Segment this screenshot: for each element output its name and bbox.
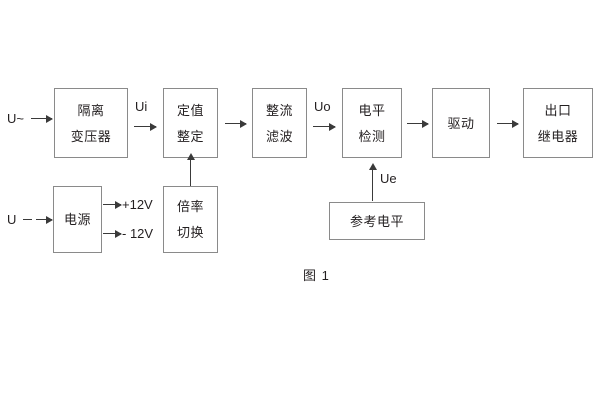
rail-negative-label: - 12V (122, 226, 154, 241)
signal-label-ui: Ui (135, 99, 148, 114)
arrow-isolation-transformer-to-setpoint (134, 122, 157, 131)
block-multiplier-switch-line1: 倍率 (176, 199, 204, 214)
signal-label-uo: Uo (314, 99, 331, 114)
block-isolation-transformer-line1: 隔离 (77, 102, 105, 118)
arrow-rectify-filter-to-level-detection (313, 122, 336, 131)
arrow-drive-to-output-relay (497, 119, 519, 128)
block-reference-level-line1: 参考电平 (349, 213, 404, 229)
block-output-relay-line1: 出口 (544, 102, 572, 118)
arrow-multiplier-switch-to-setpoint (186, 153, 195, 186)
block-multiplier-switch: 倍率 切换 (163, 186, 218, 253)
arrow-level-detection-to-drive (407, 119, 429, 128)
block-level-detection: 电平 检测 (342, 88, 402, 158)
block-drive-line1: 驱动 (447, 115, 475, 131)
dash-segment-dc-input (23, 219, 32, 220)
figure-caption: 图 1 (303, 268, 330, 283)
ac-input-label: U~ (7, 111, 24, 126)
block-rectify-filter-line1: 整流 (265, 102, 293, 118)
arrow-setpoint-to-rectify-filter (225, 119, 247, 128)
dc-input-label: U (7, 212, 17, 227)
block-rectify-filter: 整流 滤波 (252, 88, 307, 158)
block-level-detection-line1: 电平 (358, 102, 386, 118)
arrow-rail-positive (103, 200, 122, 209)
arrow-dc-input-to-power-supply (36, 215, 53, 224)
signal-label-ue: Ue (380, 171, 397, 186)
block-level-detection-line2: 检测 (358, 128, 386, 144)
block-setpoint-setting: 定值 整定 (163, 88, 218, 158)
block-rectify-filter-line2: 滤波 (265, 128, 293, 144)
block-reference-level: 参考电平 (329, 202, 425, 240)
block-setpoint-setting-line2: 整定 (176, 128, 204, 144)
rail-positive-label: +12V (122, 197, 153, 212)
arrow-ac-input-to-isolation-transformer (31, 114, 53, 123)
block-power-supply: 电源 (53, 186, 102, 253)
block-isolation-transformer-line2: 变压器 (70, 128, 112, 144)
block-output-relay: 出口 继电器 (523, 88, 593, 158)
block-isolation-transformer: 隔离 变压器 (54, 88, 128, 158)
block-multiplier-switch-line2: 切换 (176, 225, 204, 240)
arrow-rail-negative (103, 229, 122, 238)
block-setpoint-setting-line1: 定值 (176, 102, 204, 118)
block-drive: 驱动 (432, 88, 490, 158)
block-output-relay-line2: 继电器 (537, 128, 579, 144)
arrow-reference-level-to-level-detection (368, 163, 377, 201)
block-power-supply-line1: 电源 (63, 212, 91, 227)
